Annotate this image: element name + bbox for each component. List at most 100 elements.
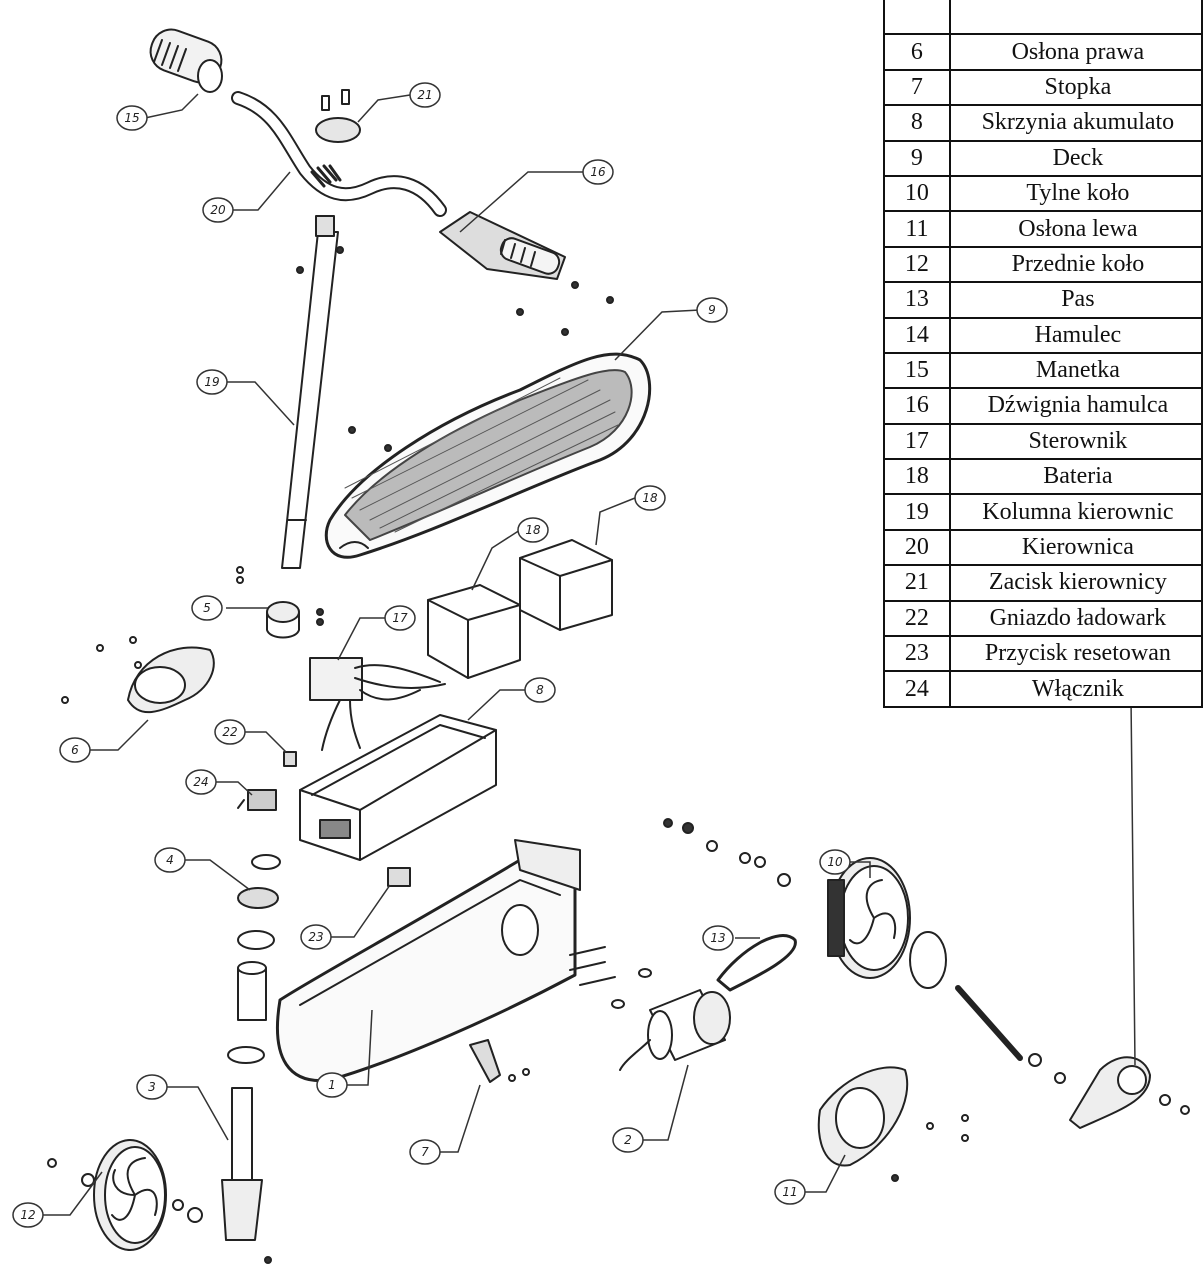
callout-number: 20 xyxy=(210,203,226,217)
part-name-cell: Tylne koło xyxy=(948,174,1203,213)
callout-circle xyxy=(612,1127,644,1153)
clamp-5-part xyxy=(236,566,324,639)
part-number-cell: 7 xyxy=(883,68,951,107)
callout-6: 6 xyxy=(59,737,91,763)
callout-number: 7 xyxy=(421,1145,429,1159)
part-number-cell: 15 xyxy=(883,351,951,390)
part-number-cell: 16 xyxy=(883,387,951,425)
callout-number: 10 xyxy=(827,855,843,869)
callout-circle xyxy=(409,1139,441,1165)
steering-column-part xyxy=(281,215,344,569)
part-number-cell: 18 xyxy=(883,458,951,496)
callout-number: 22 xyxy=(222,725,237,739)
callout-circle xyxy=(185,769,217,795)
part-name-cell: Hamulec xyxy=(948,316,1203,354)
callout-20: 20 xyxy=(202,197,234,223)
callout-15: 15 xyxy=(116,105,148,131)
part-name-cell: Skrzynia akumulato xyxy=(948,104,1203,142)
callout-circle xyxy=(384,605,416,631)
reset-button-part xyxy=(387,867,411,887)
callout-number: 18 xyxy=(642,491,658,505)
charging-port-part xyxy=(283,751,297,767)
callout-circle xyxy=(524,677,556,703)
callout-number: 19 xyxy=(204,375,219,389)
part-number-cell: 14 xyxy=(883,316,951,354)
callout-circle xyxy=(774,1179,806,1205)
front-fork-part xyxy=(221,1087,263,1241)
part-number-cell: 17 xyxy=(883,422,951,461)
callout-4: 4 xyxy=(154,847,186,873)
part-name-cell: Przednie koło xyxy=(948,245,1203,284)
callout-circle xyxy=(196,369,228,395)
frame-part xyxy=(237,839,581,1083)
callout-18a: 18 xyxy=(517,517,549,543)
part-name-cell: Osłona lewa xyxy=(948,210,1203,248)
part-name-cell: Kierownica xyxy=(948,528,1203,567)
callout-number: 16 xyxy=(590,165,606,179)
callout-11: 11 xyxy=(774,1179,806,1205)
callout-number: 5 xyxy=(203,601,211,615)
part-name-cell: Stopka xyxy=(948,68,1203,107)
part-name-cell: Dźwignia hamulca xyxy=(948,387,1203,425)
callout-circle xyxy=(116,105,148,131)
callout-number: 17 xyxy=(392,611,408,625)
part-number-cell: 22 xyxy=(883,599,951,638)
belt-part xyxy=(716,934,797,992)
part-name-cell: Pas xyxy=(948,281,1203,319)
callout-circle xyxy=(191,595,223,621)
callout-22: 22 xyxy=(214,719,246,745)
part-number-cell: 9 xyxy=(883,139,951,177)
throttle-grip-part xyxy=(149,28,223,93)
part-name-cell xyxy=(948,0,1203,36)
callout-1: 1 xyxy=(316,1072,348,1098)
part-number-cell: 8 xyxy=(883,104,951,142)
callout-number: 12 xyxy=(20,1208,35,1222)
callout-21: 21 xyxy=(409,82,441,108)
part-name-cell: Bateria xyxy=(948,458,1203,496)
part-number-cell: 24 xyxy=(883,670,951,708)
callout-13: 13 xyxy=(702,925,734,951)
battery-part xyxy=(427,539,613,679)
parts-table-row xyxy=(883,0,1203,36)
part-number-cell: 20 xyxy=(883,528,951,567)
callout-number: 24 xyxy=(193,775,208,789)
callout-3: 3 xyxy=(136,1074,168,1100)
bearing-part xyxy=(227,854,281,1064)
callout-circle xyxy=(300,924,332,950)
part-number-cell: 23 xyxy=(883,635,951,673)
part-number-cell: 21 xyxy=(883,564,951,602)
part-number-cell: 13 xyxy=(883,281,951,319)
callout-circle xyxy=(582,159,614,185)
part-name-cell: Przycisk resetowan xyxy=(948,635,1203,673)
callout-circle xyxy=(136,1074,168,1100)
part-name-cell: Włącznik xyxy=(948,670,1203,708)
callout-number: 21 xyxy=(417,88,432,102)
front-wheel-part xyxy=(47,1139,272,1264)
callout-circle xyxy=(154,847,186,873)
part-number-cell: 12 xyxy=(883,245,951,284)
callout-19: 19 xyxy=(196,369,228,395)
part-name-cell: Osłona prawa xyxy=(948,33,1203,71)
callout-number: 3 xyxy=(148,1080,156,1094)
controller-part xyxy=(309,657,446,751)
callout-number: 9 xyxy=(708,303,716,317)
part-name-cell: Manetka xyxy=(948,351,1203,390)
callout-circle xyxy=(696,297,728,323)
part-name-cell: Gniazdo ładowark xyxy=(948,599,1203,638)
callout-17: 17 xyxy=(384,605,416,631)
callout-8: 8 xyxy=(524,677,556,703)
callout-circle xyxy=(12,1202,44,1228)
callout-9: 9 xyxy=(696,297,728,323)
callout-number: 13 xyxy=(710,931,725,945)
